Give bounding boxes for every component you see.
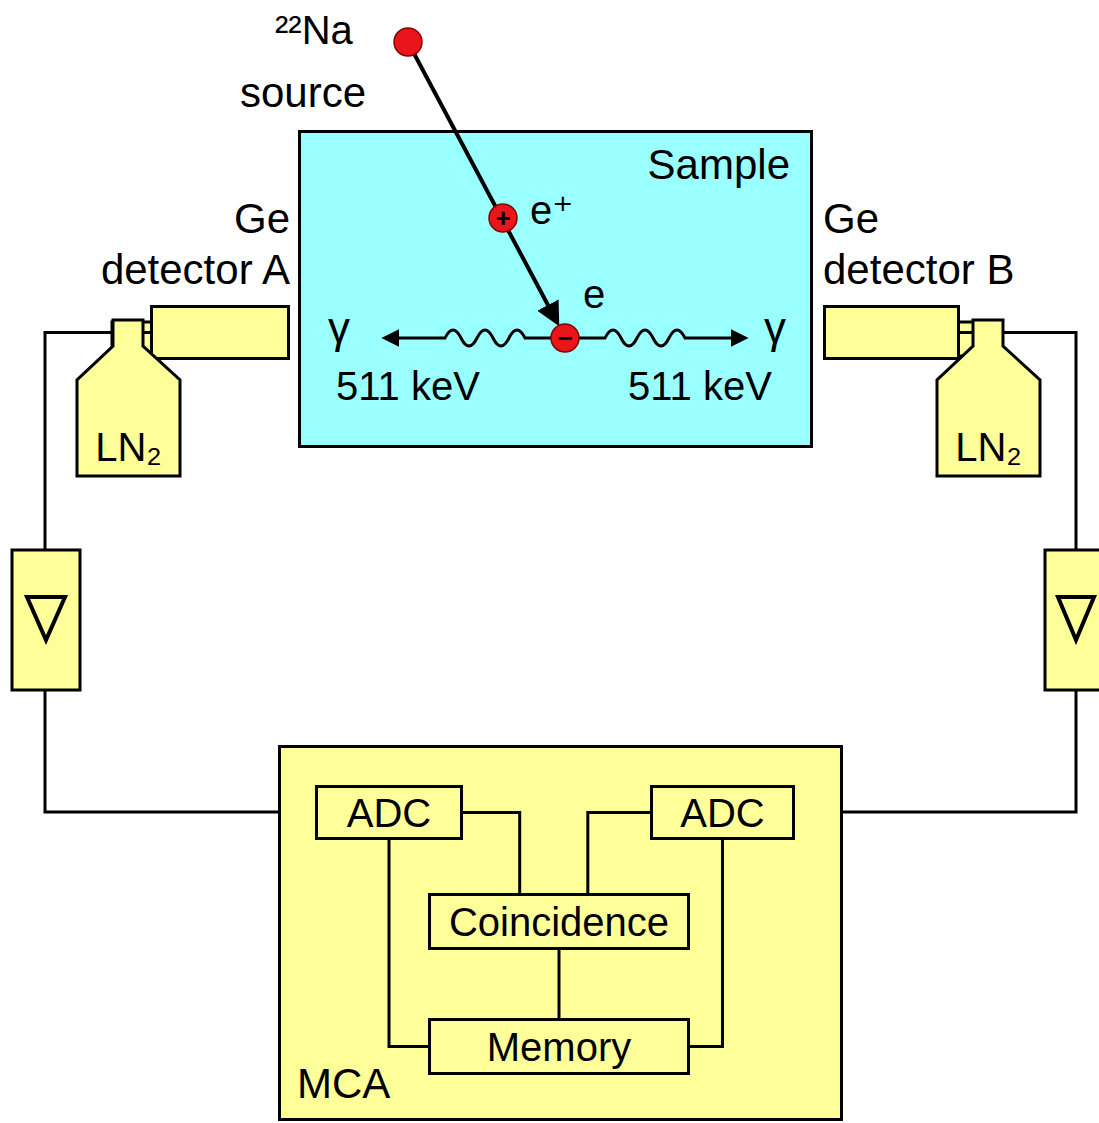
box-label: MCA (297, 1060, 390, 1108)
label-text: γ (328, 303, 350, 352)
label-text: 511 keV (336, 364, 480, 408)
label-text: e (583, 272, 605, 316)
process-box: Memory (428, 1018, 690, 1075)
amplifier-symbol (27, 597, 65, 640)
gamma-ray (385, 330, 551, 346)
amplifier-box (12, 550, 80, 690)
charge-sign: − (551, 324, 579, 352)
electron-dot (551, 324, 579, 352)
label-text: ²²Na (275, 8, 353, 52)
dewar-label: LN₂ (95, 424, 162, 470)
annotation: 511 keV (336, 362, 480, 410)
signal-wire (463, 813, 520, 894)
signal-wire (588, 813, 650, 894)
detector-body (823, 305, 960, 360)
box-label: ADC (347, 790, 431, 836)
positron-track (410, 46, 557, 322)
annotation: γ (328, 302, 350, 355)
gamma-ray (579, 330, 745, 346)
annotation: 511 keV (628, 362, 772, 410)
sample-fill (298, 130, 813, 448)
label-text: γ (764, 303, 786, 352)
ln2-dewar: LN₂ (75, 318, 182, 478)
box-label: Sample (648, 141, 790, 189)
box-label: ADC (680, 790, 764, 836)
charge-sign: + (489, 204, 517, 232)
process-box: ADC (650, 785, 795, 840)
label-text: + (495, 205, 510, 231)
detector-label: Ge detector A (85, 194, 290, 295)
annotation: ²²Na (275, 6, 353, 54)
label-text: source (240, 69, 366, 116)
ge-detector: Ge detector B (823, 195, 1038, 360)
positron-dot (489, 204, 517, 232)
amplifier-box (1045, 550, 1099, 690)
dewar-shape (937, 320, 1040, 476)
label-text: − (557, 325, 572, 351)
source-dot (394, 28, 422, 56)
mca-fill (278, 745, 843, 1121)
box-label: Coincidence (449, 899, 669, 945)
signal-wire (389, 840, 428, 1047)
annotation: source (240, 68, 366, 118)
signal-wire (558, 950, 561, 1018)
detector-label: Ge detector B (823, 194, 1028, 295)
annotation: γ (764, 302, 786, 355)
box-label: Memory (487, 1024, 631, 1070)
label-text: e⁺ (530, 188, 573, 232)
annotation: e (583, 270, 605, 318)
dewar-label: LN₂ (955, 424, 1022, 470)
signal-wire (690, 840, 723, 1047)
ln2-dewar: LN₂ (935, 318, 1042, 478)
label-text: 511 keV (628, 364, 772, 408)
mca-box: MCA ADC ADC CoincidenceMemory (278, 745, 843, 1121)
detector-body (150, 305, 290, 360)
annotation: e⁺ (530, 186, 573, 234)
process-box: ADC (315, 785, 463, 840)
process-box: Coincidence (428, 893, 690, 950)
dewar-shape (77, 320, 180, 476)
amplifier-symbol (1058, 597, 1094, 640)
